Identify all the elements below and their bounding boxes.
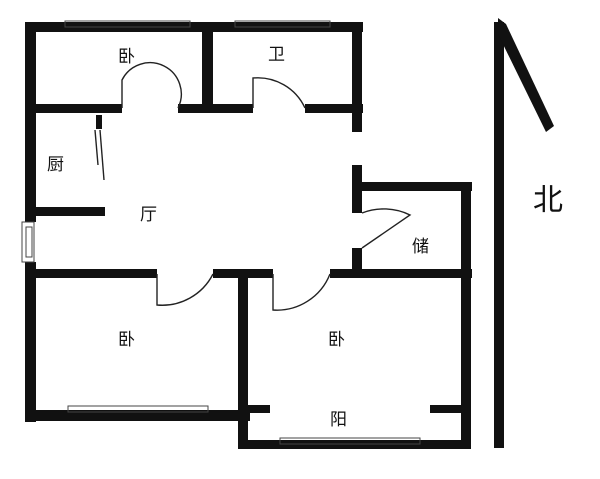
room-label-bedroom-bottom-right: 卧	[328, 330, 345, 350]
room-label-bathroom: 卫	[268, 45, 285, 65]
room-label-storage: 储	[412, 237, 429, 257]
room-label-bedroom-bottom-left: 卧	[118, 330, 135, 350]
doors	[94, 62, 412, 311]
room-label-living: 厅	[140, 205, 157, 225]
walls	[25, 22, 472, 449]
room-label-bedroom-top: 卧	[118, 47, 135, 67]
room-label-balcony: 阳	[330, 410, 347, 430]
windows	[21, 20, 421, 445]
room-label-kitchen: 厨	[47, 155, 64, 175]
north-arrow-icon	[494, 18, 554, 448]
north-label: 北	[533, 183, 563, 218]
